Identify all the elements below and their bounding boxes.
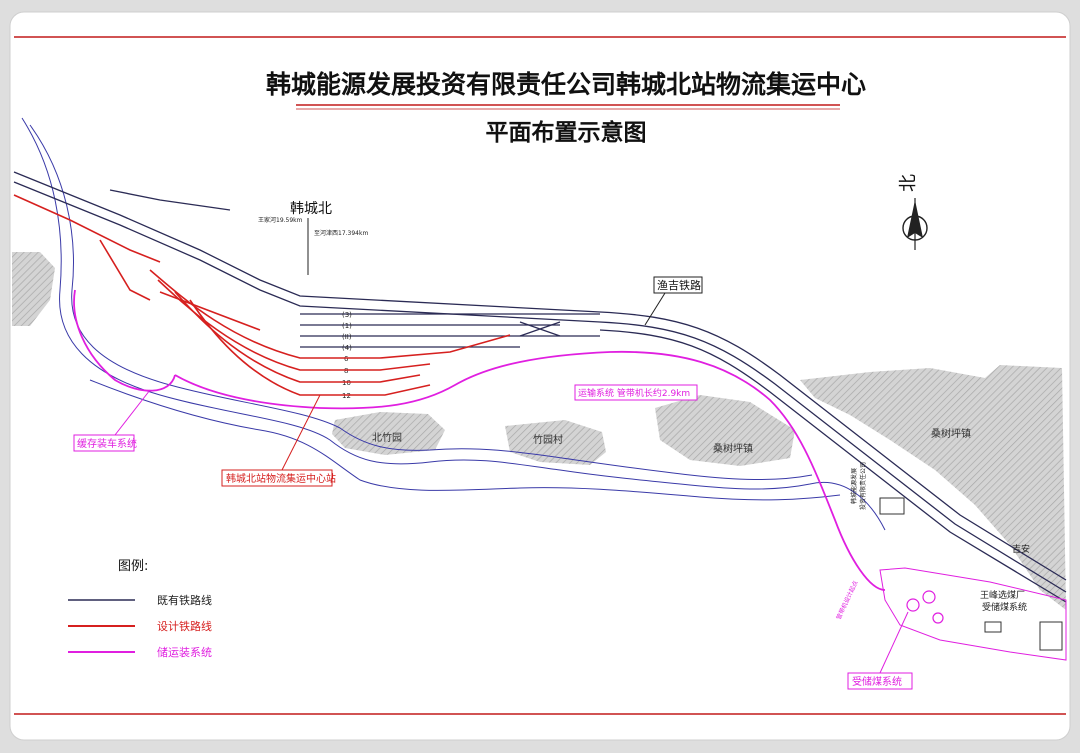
paper-sheet xyxy=(9,11,1071,741)
terminal-outline xyxy=(879,567,1067,661)
terrain-left xyxy=(12,252,55,326)
buffer-callout-box xyxy=(73,434,135,452)
legend: 图例: 既有铁路线 设计铁路线 储运装系统 xyxy=(68,559,212,659)
track-label: 8 xyxy=(344,367,348,375)
terrain-right xyxy=(800,365,1066,610)
legend-label-conveyor: 储运装系统 xyxy=(157,645,212,659)
railway-leader xyxy=(644,292,666,326)
receive-leader xyxy=(879,611,909,674)
terminal-facility xyxy=(879,497,1067,661)
conveyor-callout-box xyxy=(574,384,698,401)
existing-rail-main-3 xyxy=(599,329,1067,603)
railway-name-box xyxy=(653,276,703,294)
terrain-areas xyxy=(12,252,1066,610)
road-river xyxy=(89,379,841,501)
existing-rail-cross-1 xyxy=(519,321,561,337)
track-labels: (3) (1) (II) (4) 6 8 10 12 xyxy=(342,311,352,400)
conveyor-buffer-loop xyxy=(73,289,176,392)
design-rail-ladder xyxy=(159,291,261,331)
track-label: 10 xyxy=(342,379,351,387)
page-title: 韩城能源发展投资有限责任公司韩城北站物流集运中心 xyxy=(266,70,866,99)
town-label-sangshu-2: 桑树坪镇 xyxy=(931,427,971,440)
road-outer xyxy=(21,117,886,531)
conveyor-main-line xyxy=(174,350,886,591)
track-label: 12 xyxy=(342,392,351,400)
north-arrow-icon: 北 xyxy=(898,174,928,250)
terrain-beizhu xyxy=(332,412,445,455)
hub-callout-box xyxy=(221,469,333,487)
design-rail-spur xyxy=(99,239,151,301)
station-name: 韩城北 xyxy=(290,201,332,217)
station-distance-a: 王家河19.59km xyxy=(258,216,303,224)
design-rail-track-10 xyxy=(174,291,421,383)
design-rail-track-12 xyxy=(189,299,431,396)
railway-name: 渔吉铁路 xyxy=(657,279,701,292)
legend-label-design: 设计铁路线 xyxy=(157,619,212,633)
conveyor-callout: 运输系统 管带机长约2.9km xyxy=(578,387,690,399)
plant-label-b: 受储煤系统 xyxy=(982,601,1027,613)
existing-rail-main-1 xyxy=(13,171,1067,581)
design-rail-track-8 xyxy=(157,279,431,371)
storage-silo-2 xyxy=(922,590,936,604)
company-label-b: 投资有限责任公司 xyxy=(859,462,867,510)
existing-rail-main-2 xyxy=(13,181,1067,593)
design-rail xyxy=(13,194,511,396)
track-label: (1) xyxy=(342,322,352,330)
legend-label-existing: 既有铁路线 xyxy=(157,593,212,607)
plant-building-1 xyxy=(984,621,1002,633)
company-label-a: 韩城能源发展 xyxy=(850,468,858,504)
station-distance-b: 至河津西17.394km xyxy=(314,229,368,237)
track-label: (3) xyxy=(342,311,352,319)
storage-silo-1 xyxy=(906,598,920,612)
design-rail-track-6 xyxy=(149,269,511,359)
plant-building-2 xyxy=(1039,621,1063,651)
jiyan-label: 吉安 xyxy=(1012,543,1030,555)
plant-label-a: 王峰选煤厂 xyxy=(980,589,1025,601)
buffer-leader xyxy=(114,389,151,436)
conveyor-system xyxy=(73,289,886,591)
roads xyxy=(21,117,886,531)
receive-callout: 受储煤系统 xyxy=(852,675,902,688)
track-label: (4) xyxy=(342,344,352,352)
storage-silo-3 xyxy=(932,612,944,624)
town-label-sangshu-1: 桑树坪镇 xyxy=(713,442,753,455)
existing-rail xyxy=(13,171,1067,603)
company-building xyxy=(879,497,905,515)
track-label: (II) xyxy=(342,333,352,341)
page-subtitle: 平面布置示意图 xyxy=(486,119,647,146)
legend-title: 图例: xyxy=(118,559,148,574)
road-inner xyxy=(29,124,813,480)
town-label-zhucun: 竹园村 xyxy=(533,433,563,446)
hub-leader xyxy=(281,394,321,471)
buffer-callout: 缓存装车系统 xyxy=(77,437,137,450)
design-rail-entry xyxy=(13,194,161,263)
north-label: 北 xyxy=(898,174,919,192)
town-label-beizhu: 北竹园 xyxy=(372,431,402,444)
existing-rail-branch xyxy=(109,189,231,211)
hub-callout: 韩城北站物流集运中心站 xyxy=(226,472,336,485)
track-label: 6 xyxy=(344,355,349,363)
terrain-sangshu xyxy=(655,395,795,466)
